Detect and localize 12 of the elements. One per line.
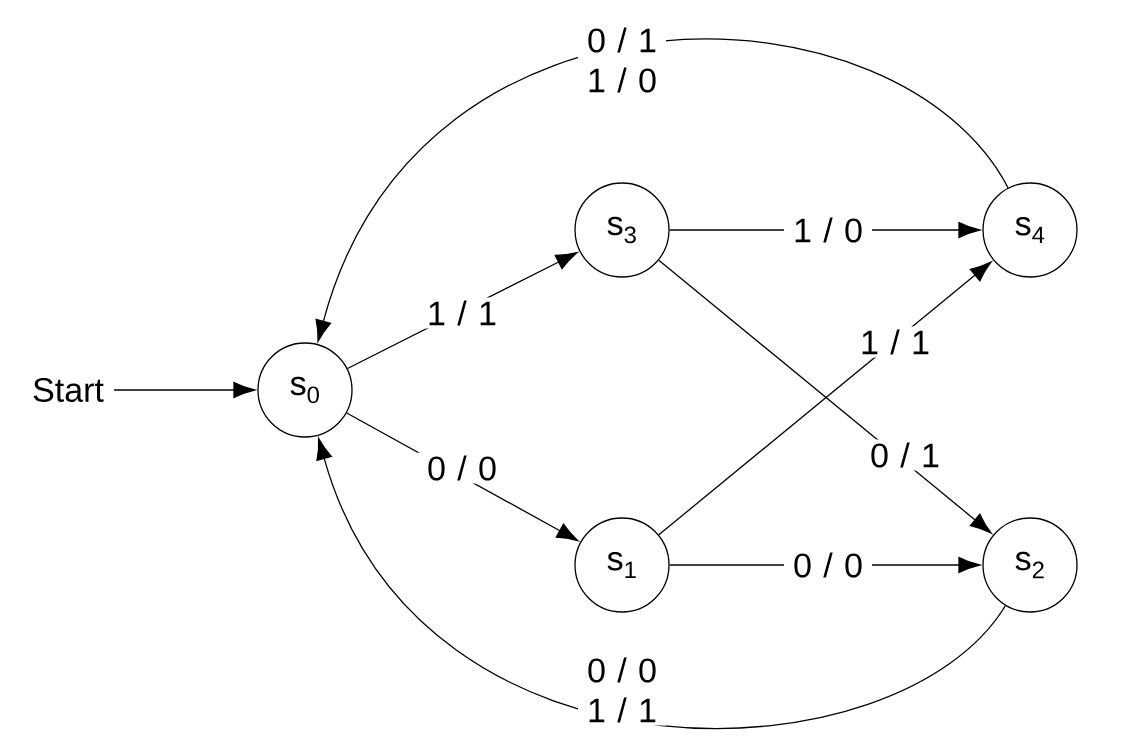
edge-label: 0 / 1 (861, 439, 949, 471)
arrow (113, 381, 256, 399)
edge-label: 1 / 1 (418, 297, 506, 329)
edge-label: 0 / 0 (418, 452, 506, 484)
arrow (315, 39, 1009, 342)
edge-label: 1 / 0 (784, 214, 872, 246)
arrow (316, 437, 1006, 729)
edge-label: 0 / 0 1 / 1 (578, 654, 666, 726)
edge-label: 1 / 1 (851, 326, 939, 358)
edge-label: 0 / 0 (784, 549, 872, 581)
start-label: Start (33, 377, 104, 403)
edge-label: 0 / 1 1 / 0 (578, 24, 666, 96)
